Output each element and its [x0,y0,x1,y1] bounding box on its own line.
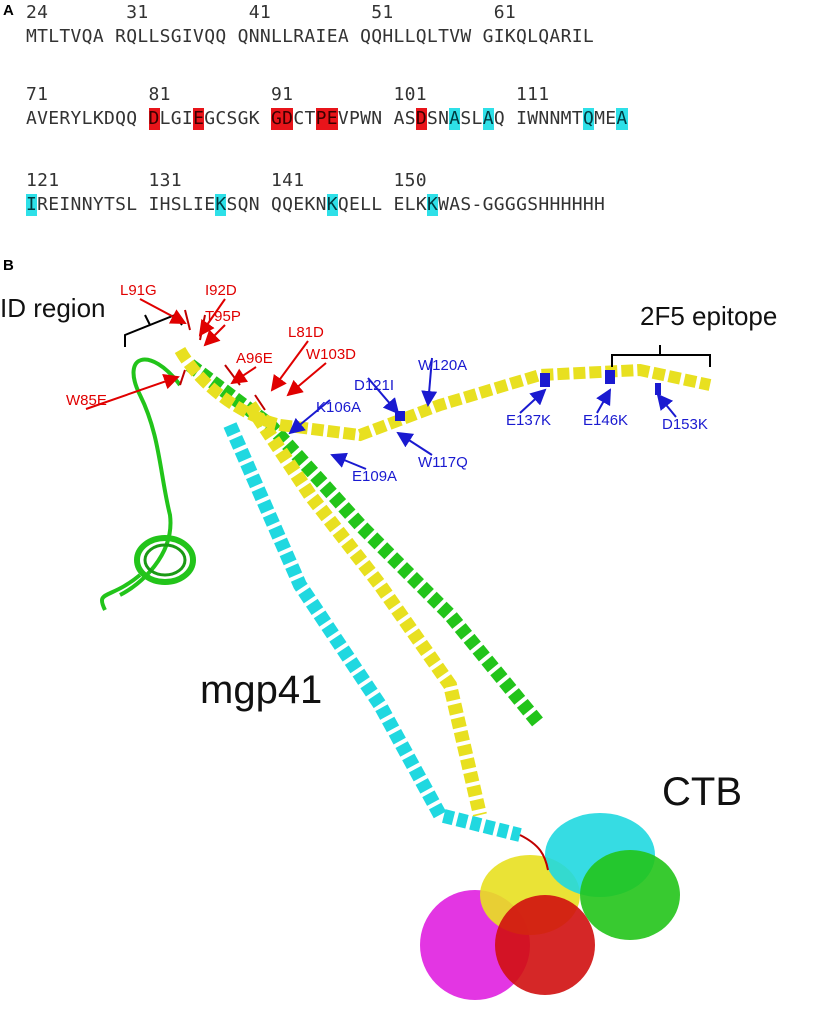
red-mutation-labels: L91G I92D T95P A96E L81D W103D W85E [66,282,356,410]
blue-mutation-label: E109A [352,468,397,485]
mgp41-label: mgp41 [200,668,322,712]
highlighted-residue-cyan: I [26,194,38,216]
id-region-bracket [124,313,183,347]
sequence-panel: 24 31 41 51 61 MTLTVQA RQLLSGIVQQ QNNLLRA… [0,0,824,240]
panel-b-label: B [3,257,14,274]
sequence-segment: QELL ELK [337,194,427,215]
blue-mutation-arrow [421,357,438,407]
red-mutation-label: W103D [306,346,356,363]
residue-numbers-line: 121 131 141 150 [26,170,427,191]
sequence-segment: CT [293,108,316,129]
sequence-line: MTLTVQA RQLLSGIVQQ QNNLLRAIEA QQHLLQLTVW… [26,26,594,48]
green-helix [185,359,546,730]
blue-mutation-arrow [656,393,677,418]
highlighted-residue-cyan: K [326,194,338,216]
structure-diagram: ID region 2F5 epitope mgp41 CTB L91G I92D… [0,282,777,1000]
yellow-helix-upper [174,346,712,442]
highlighted-residue-red: PE [315,108,338,130]
red-mutation-arrow [139,298,187,324]
residue-numbers-line: 71 81 91 101 111 [26,84,550,105]
panel-a-label: A [3,2,14,19]
ctb-label: CTB [662,770,742,814]
sequence-segment: AVERYLKDQQ [26,108,149,129]
cyan-helix [223,422,522,842]
linker [519,834,549,871]
blue-mutation-label: E137K [506,412,551,429]
sequence-segment: REINNYTSL IHSLIE [37,194,216,215]
sequence-segment: ME [594,108,617,129]
highlighted-residue-cyan: A [616,108,628,130]
epitope-label: 2F5 epitope [640,301,777,331]
blue-residues [395,370,661,421]
blue-mutation-label: W117Q [418,454,468,471]
sequence-segment: Q IWNNMT [493,108,583,129]
highlighted-residue-red: GD [271,108,294,130]
red-mutation-label: L91G [120,282,157,299]
highlighted-residue-cyan: K [215,194,227,216]
blue-mutation-label: W120A [418,357,467,374]
green-loop [119,357,182,597]
blue-mutation-arrow [367,377,400,415]
sequence-segment: SL [460,108,483,129]
blue-mutation-arrow [596,388,611,414]
sequence-segment: MTLTVQA RQLLSGIVQQ QNNLLRAIEA QQHLLQLTVW… [26,26,594,47]
ctb-pentamer [420,813,680,1000]
highlighted-residue-red: D [148,108,160,130]
red-mutation-label: A96E [236,350,273,367]
sequence-segment: LGI [159,108,194,129]
blue-mutation-arrow [396,431,433,456]
red-mutation-arrow [286,362,327,397]
highlighted-residue-cyan: A [482,108,494,130]
red-mutation-label: I92D [205,282,237,299]
blue-mutation-label: D153K [662,416,708,433]
highlighted-residue-cyan: Q [582,108,595,130]
id-region-label: ID region [0,293,106,323]
blue-mutation-labels: W120A D121I K106A E109A W117Q E137K E146K D153K [288,357,708,485]
blue-mutation-label: K106A [316,399,361,416]
red-mutation-arrow [85,374,180,410]
sequence-segment: SQN QQEKN [226,194,327,215]
highlighted-residue-red: E [193,108,205,130]
highlighted-residue-cyan: K [426,194,439,216]
blue-mutation-arrow [330,452,367,470]
green-coil-helix [134,535,196,585]
residue-numbers-line: 24 31 41 51 61 [26,2,517,23]
red-mutation-label: T95P [205,308,241,325]
sequence-segment: GCSGK [204,108,272,129]
blue-mutation-arrow [288,399,331,435]
blue-mutation-arrow [519,388,547,414]
yellow-helix-long [244,401,487,817]
sequence-line: AVERYLKDQQ DLGIEGCSGK GDCTPEVPWN ASDSNAS… [26,108,628,130]
sequence-segment: WAS-GGGGSHHHHHH [438,194,606,215]
structure-panel: ID region 2F5 epitope mgp41 CTB L91G I92D… [0,255,824,1031]
red-mutation-arrow [270,340,309,392]
red-mutation-arrow [198,298,226,337]
blue-mutation-label: D121I [354,377,394,394]
sequence-line: IREINNYTSL IHSLIEKSQN QQEKNKQELL ELKKWAS… [26,194,605,216]
epitope-bracket [611,345,711,367]
highlighted-residue-red: D [415,108,427,130]
red-mutation-arrow [203,324,226,347]
red-mutation-arrow [230,366,257,385]
red-mutation-label: L81D [288,324,324,341]
sequence-segment: VPWN AS [337,108,416,129]
blue-mutation-label: E146K [583,412,628,429]
highlighted-residue-cyan: A [449,108,461,130]
sequence-segment: SN [427,108,450,129]
red-mutation-label: W85E [66,392,107,409]
